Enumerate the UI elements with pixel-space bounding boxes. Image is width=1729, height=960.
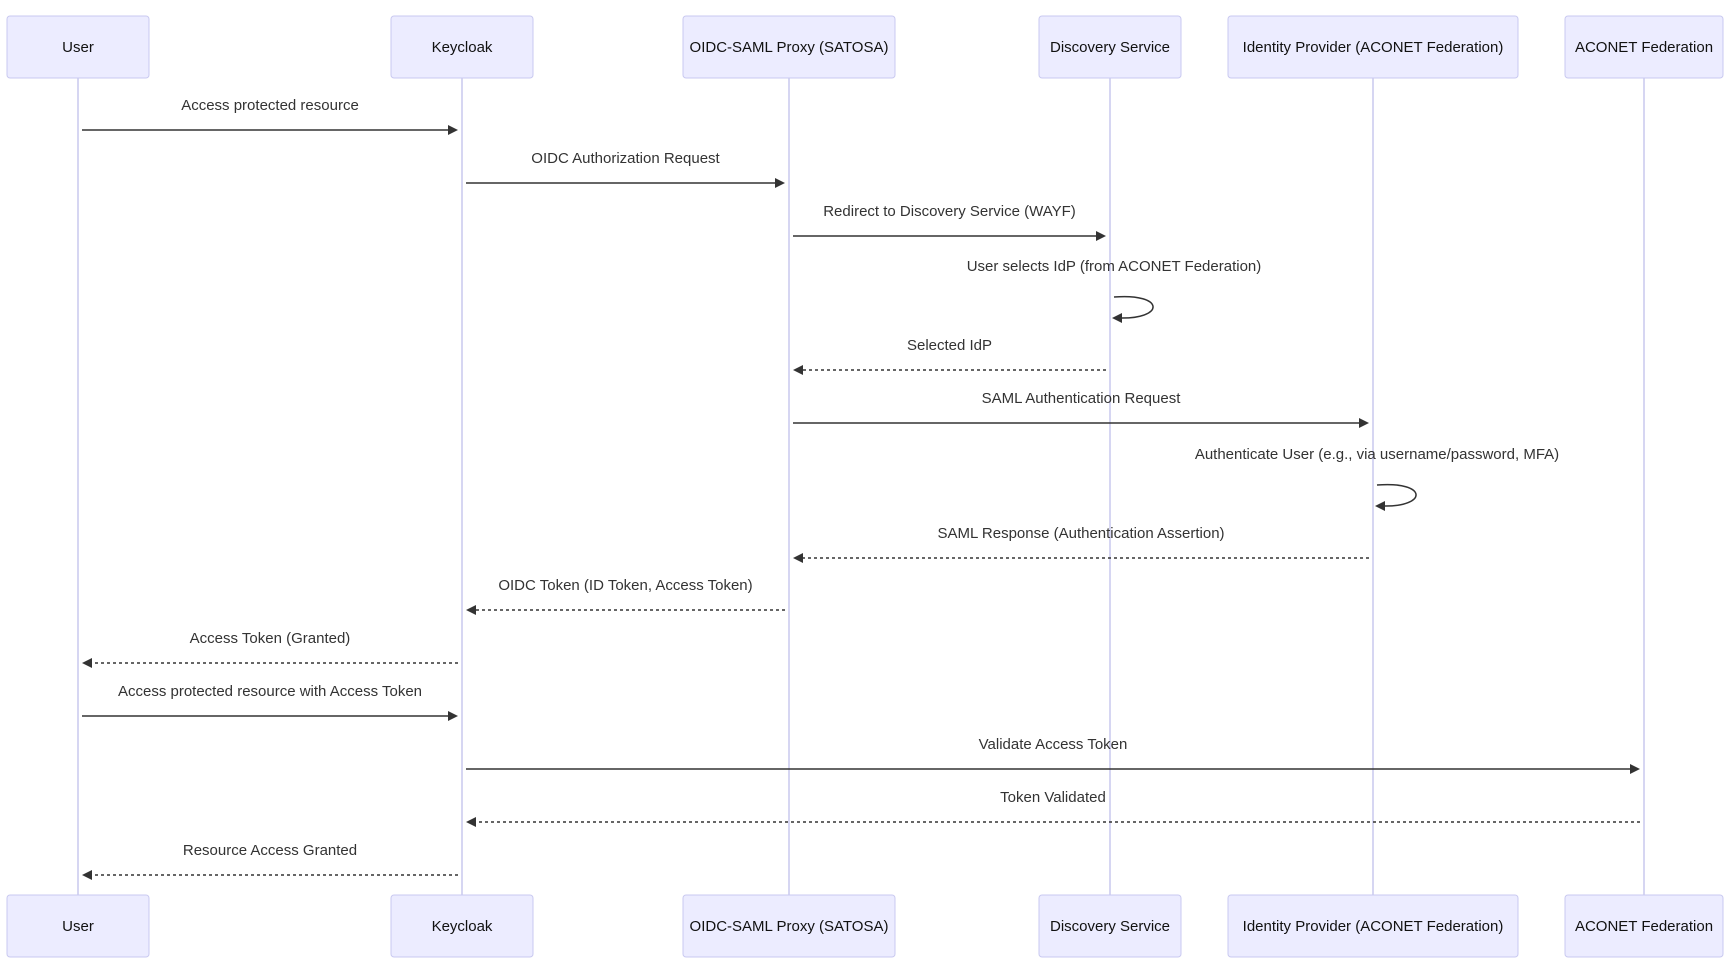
message-self-loop: [1376, 483, 1417, 507]
participant-box: [1038, 894, 1182, 958]
message-token-validated: Token Validated: [466, 789, 1640, 827]
message-label: Redirect to Discovery Service (WAYF): [823, 203, 1076, 220]
participant-label: Keycloak: [432, 39, 493, 56]
participant-proxy-bottom: OIDC-SAML Proxy (SATOSA): [682, 894, 896, 958]
message-label: Access Token (Granted): [190, 630, 351, 647]
participant-label: Keycloak: [432, 918, 493, 935]
participant-label: OIDC-SAML Proxy (SATOSA): [690, 918, 889, 935]
message-oidc-token-id-token-access-token: OIDC Token (ID Token, Access Token): [466, 577, 785, 615]
participant-box: [390, 894, 534, 958]
participant-keycloak-bottom: Keycloak: [390, 894, 534, 958]
participant-box: [6, 15, 150, 79]
participant-box: [1038, 15, 1182, 79]
arrowhead: [1096, 231, 1106, 241]
arrowhead: [448, 125, 458, 135]
participant-box: [1564, 894, 1724, 958]
arrowhead: [793, 365, 803, 375]
arrowhead: [1112, 313, 1122, 323]
arrowhead: [1630, 764, 1640, 774]
participant-label: ACONET Federation: [1575, 918, 1713, 935]
arrowhead: [1359, 418, 1369, 428]
message-label: User selects IdP (from ACONET Federation…: [967, 258, 1262, 275]
participant-box: [682, 894, 896, 958]
participant-aconet-top: ACONET Federation: [1564, 15, 1724, 79]
participant-label: Discovery Service: [1050, 918, 1170, 935]
arrowhead: [793, 553, 803, 563]
message-self-loop: [1113, 295, 1154, 319]
participant-aconet-bottom: ACONET Federation: [1564, 894, 1724, 958]
participant-idp-top: Identity Provider (ACONET Federation): [1227, 15, 1519, 79]
message-saml-response-authentication-assertion: SAML Response (Authentication Assertion): [793, 525, 1369, 563]
message-label: Access protected resource with Access To…: [118, 683, 422, 700]
message-label: SAML Authentication Request: [982, 390, 1182, 407]
participant-label: User: [62, 918, 94, 935]
message-label: Resource Access Granted: [183, 842, 357, 859]
message-label: OIDC Authorization Request: [531, 150, 720, 167]
arrowhead: [775, 178, 785, 188]
arrowhead: [82, 870, 92, 880]
participant-box: [1227, 15, 1519, 79]
participant-discovery-bottom: Discovery Service: [1038, 894, 1182, 958]
participant-box: [682, 15, 896, 79]
message-label: Selected IdP: [907, 337, 992, 354]
arrowhead: [82, 658, 92, 668]
arrowhead: [1375, 501, 1385, 511]
participant-label: User: [62, 39, 94, 56]
message-access-protected-resource-with-access-token: Access protected resource with Access To…: [82, 683, 458, 721]
participant-keycloak-top: Keycloak: [390, 15, 534, 79]
participant-discovery-top: Discovery Service: [1038, 15, 1182, 79]
message-validate-access-token: Validate Access Token: [466, 736, 1640, 774]
message-oidc-authorization-request: OIDC Authorization Request: [466, 150, 785, 188]
participant-box: [1564, 15, 1724, 79]
message-access-token-granted: Access Token (Granted): [82, 630, 458, 668]
message-label: Token Validated: [1000, 789, 1106, 806]
arrowhead: [448, 711, 458, 721]
message-access-protected-resource: Access protected resource: [82, 97, 458, 135]
message-label: Access protected resource: [181, 97, 359, 114]
arrowhead: [466, 817, 476, 827]
participant-proxy-top: OIDC-SAML Proxy (SATOSA): [682, 15, 896, 79]
message-label: OIDC Token (ID Token, Access Token): [498, 577, 752, 594]
participant-label: Discovery Service: [1050, 39, 1170, 56]
participants-top: User Keycloak OIDC-SAML Proxy (SATOSA) Disc…: [6, 15, 1724, 79]
participant-user-bottom: User: [6, 894, 150, 958]
message-label: Validate Access Token: [979, 736, 1128, 753]
participant-idp-bottom: Identity Provider (ACONET Federation): [1227, 894, 1519, 958]
message-authenticate-user-e-g-via-username-password-mfa: Authenticate User (e.g., via username/pa…: [1195, 446, 1559, 511]
message-redirect-to-discovery-service-wayf: Redirect to Discovery Service (WAYF): [793, 203, 1106, 241]
arrowhead: [466, 605, 476, 615]
participant-box: [1227, 894, 1519, 958]
participant-user-top: User: [6, 15, 150, 79]
message-label: Authenticate User (e.g., via username/pa…: [1195, 446, 1559, 463]
participant-label: ACONET Federation: [1575, 39, 1713, 56]
message-user-selects-idp-from-aconet-federation: User selects IdP (from ACONET Federation…: [967, 258, 1262, 323]
message-saml-authentication-request: SAML Authentication Request: [793, 390, 1369, 428]
message-selected-idp: Selected IdP: [793, 337, 1106, 375]
participants-bottom: User Keycloak OIDC-SAML Proxy (SATOSA) Disc…: [6, 894, 1724, 958]
participant-label: OIDC-SAML Proxy (SATOSA): [690, 39, 889, 56]
participant-box: [390, 15, 534, 79]
lifelines: [77, 78, 1645, 895]
participant-box: [6, 894, 150, 958]
message-resource-access-granted: Resource Access Granted: [82, 842, 458, 880]
participant-label: Identity Provider (ACONET Federation): [1243, 39, 1504, 56]
message-label: SAML Response (Authentication Assertion): [937, 525, 1224, 542]
participant-label: Identity Provider (ACONET Federation): [1243, 918, 1504, 935]
